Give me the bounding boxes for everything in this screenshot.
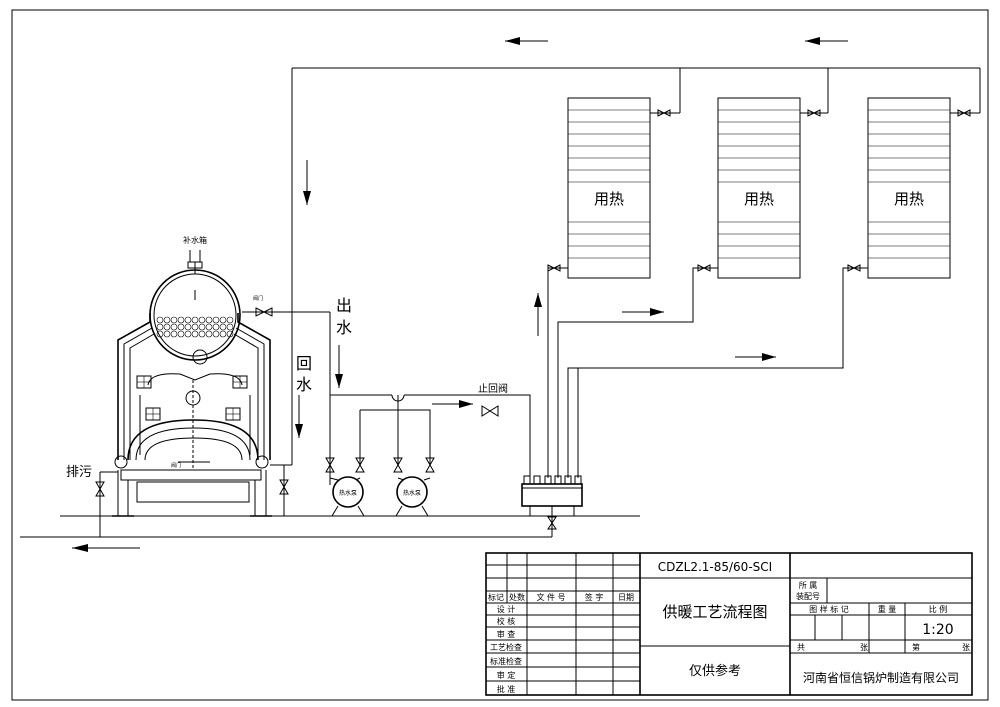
- boiler: [112, 250, 272, 517]
- blowdown-pipe: [95, 471, 118, 537]
- page-sheet-label: 张: [962, 643, 970, 652]
- revision-header-4: 日期: [618, 593, 634, 602]
- page-label: 第: [912, 642, 920, 652]
- flow-arrow-top-left: [505, 37, 548, 45]
- title-block: [485, 552, 973, 696]
- belongs-label-1: 所 属: [799, 580, 818, 590]
- drawing-title: 供暖工艺流程图: [662, 603, 767, 621]
- drawing-border: [11, 9, 989, 701]
- drawing-note: 仅供参考: [689, 663, 741, 679]
- makeup-tank-label: 补水箱: [183, 235, 207, 245]
- radiator-3-label: 用热: [894, 190, 924, 208]
- revision-headers: 标记处数 文 件 号 签 字 日期: [488, 592, 634, 602]
- revision-header-1: 处数: [509, 592, 525, 602]
- radiator-2-label: 用热: [744, 190, 774, 208]
- drawing-mark-label: 图 样 标 记: [809, 604, 849, 614]
- return-valve-1: [657, 109, 671, 117]
- return-label-1: 回: [296, 354, 312, 373]
- radiator-1-label: 用热: [594, 190, 624, 208]
- flow-arrow-right-2: [735, 353, 776, 361]
- pump-2-label: 热水泵: [403, 489, 421, 497]
- return-valve-3: [957, 109, 971, 117]
- total-label: 共: [797, 643, 805, 652]
- flow-arrow-right-1: [622, 308, 664, 316]
- role-label-4: 标准检查: [490, 656, 522, 666]
- supply-valve-3: [847, 264, 861, 272]
- outlet-label-1: 出: [336, 296, 352, 315]
- flow-arrow-right-3: [432, 400, 473, 408]
- drawing-number: CDZL2.1-85/60-SCI: [658, 560, 772, 574]
- scale-label: 比 例: [929, 604, 948, 614]
- radiator-1: [567, 97, 651, 279]
- supply-pipes: [547, 267, 868, 478]
- flow-arrow-down-1: [303, 160, 311, 205]
- pump-1-label: 热水泵: [339, 489, 357, 497]
- role-label-1: 校 核: [497, 616, 516, 626]
- weight-label: 重 量: [878, 604, 897, 614]
- flow-arrow-down-2: [335, 345, 343, 388]
- belongs-label-2: 装配号: [796, 591, 820, 601]
- flow-arrow-down-3: [295, 395, 303, 438]
- blowdown-label: 排污: [66, 465, 92, 480]
- return-label-2: 水: [296, 375, 312, 394]
- distribution-header: [521, 475, 583, 537]
- pump-valves: [325, 457, 435, 473]
- supply-valve-2: [697, 264, 711, 272]
- outlet-pipe: [242, 311, 531, 485]
- flow-arrow-top-right: [805, 37, 848, 45]
- role-label-3: 工艺检查: [490, 642, 522, 652]
- scale-value: 1:20: [922, 622, 953, 638]
- radiator-3: [867, 97, 951, 279]
- return-lower-pipe: [270, 464, 292, 516]
- return-valve-2: [807, 109, 821, 117]
- outlet-label-2: 水: [336, 318, 352, 337]
- sheet-label: 张: [860, 643, 868, 652]
- flow-arrow-up: [534, 293, 542, 336]
- outlet-valve: [255, 307, 273, 317]
- valve-tag-bottom: 阀门: [171, 462, 181, 469]
- company-name: 河南省恒信锅炉制造有限公司: [803, 670, 959, 685]
- check-valve: [481, 405, 499, 417]
- role-label-0: 设 计: [497, 604, 516, 614]
- revision-header-0: 标记: [488, 592, 504, 602]
- return-main-pipe: [291, 67, 981, 465]
- radiator-2: [717, 97, 801, 279]
- valve-tag-top: 阀门: [253, 295, 263, 302]
- check-valve-label: 止回阀: [478, 382, 508, 395]
- role-label-6: 批 准: [497, 684, 516, 694]
- revision-header-3: 签 字: [585, 592, 604, 602]
- supply-valve-1: [547, 264, 561, 272]
- flow-arrow-bottom-left: [72, 544, 140, 552]
- role-label-5: 审 定: [497, 670, 516, 680]
- revision-header-2: 文 件 号: [536, 592, 565, 602]
- role-label-2: 审 查: [497, 629, 516, 639]
